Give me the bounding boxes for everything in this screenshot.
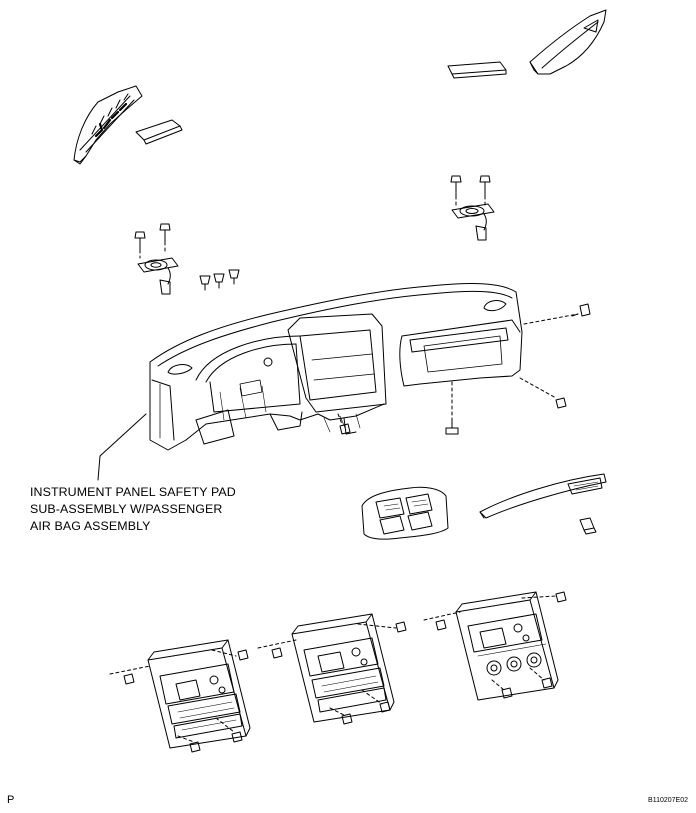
left-pillar-clip-cover [136,120,182,144]
figure-id: B110207E02 [648,797,688,804]
left-speaker-screws [135,224,170,258]
right-pillar-clip-cover [448,62,506,78]
left-unit-screws [110,650,248,752]
panel-bottom-bolt [446,382,458,434]
audio-climate-unit-left [148,640,250,748]
callout-line-3: AIR BAG ASSEMBLY [30,519,151,534]
right-speaker-screws [451,176,490,206]
instrument-panel-safety-pad [150,284,522,450]
audio-climate-unit-center [292,614,394,722]
right-trim-panel [480,474,606,518]
callout-line-2: SUB-ASSEMBLY W/PASSENGER [30,502,223,517]
center-vent-assembly [362,487,448,539]
center-unit-screws [258,622,406,724]
safety-pad-callout: INSTRUMENT PANEL SAFETY PAD SUB-ASSEMBLY… [30,484,236,536]
panel-clips [200,270,239,290]
audio-climate-unit-right [456,592,558,700]
left-speaker [138,258,178,294]
panel-center-screw [338,414,350,434]
panel-right-screw [524,304,590,324]
callout-line-1: INSTRUMENT PANEL SAFETY PAD [30,485,236,499]
panel-lower-right-screw [520,378,566,408]
right-speaker [452,204,494,240]
right-unit-screws [424,592,566,698]
right-pillar-garnish [530,10,606,74]
corner-mark: P [7,794,15,806]
left-pillar-garnish [74,86,142,164]
callout-leader-line [98,414,146,480]
small-clip-part [580,518,596,534]
